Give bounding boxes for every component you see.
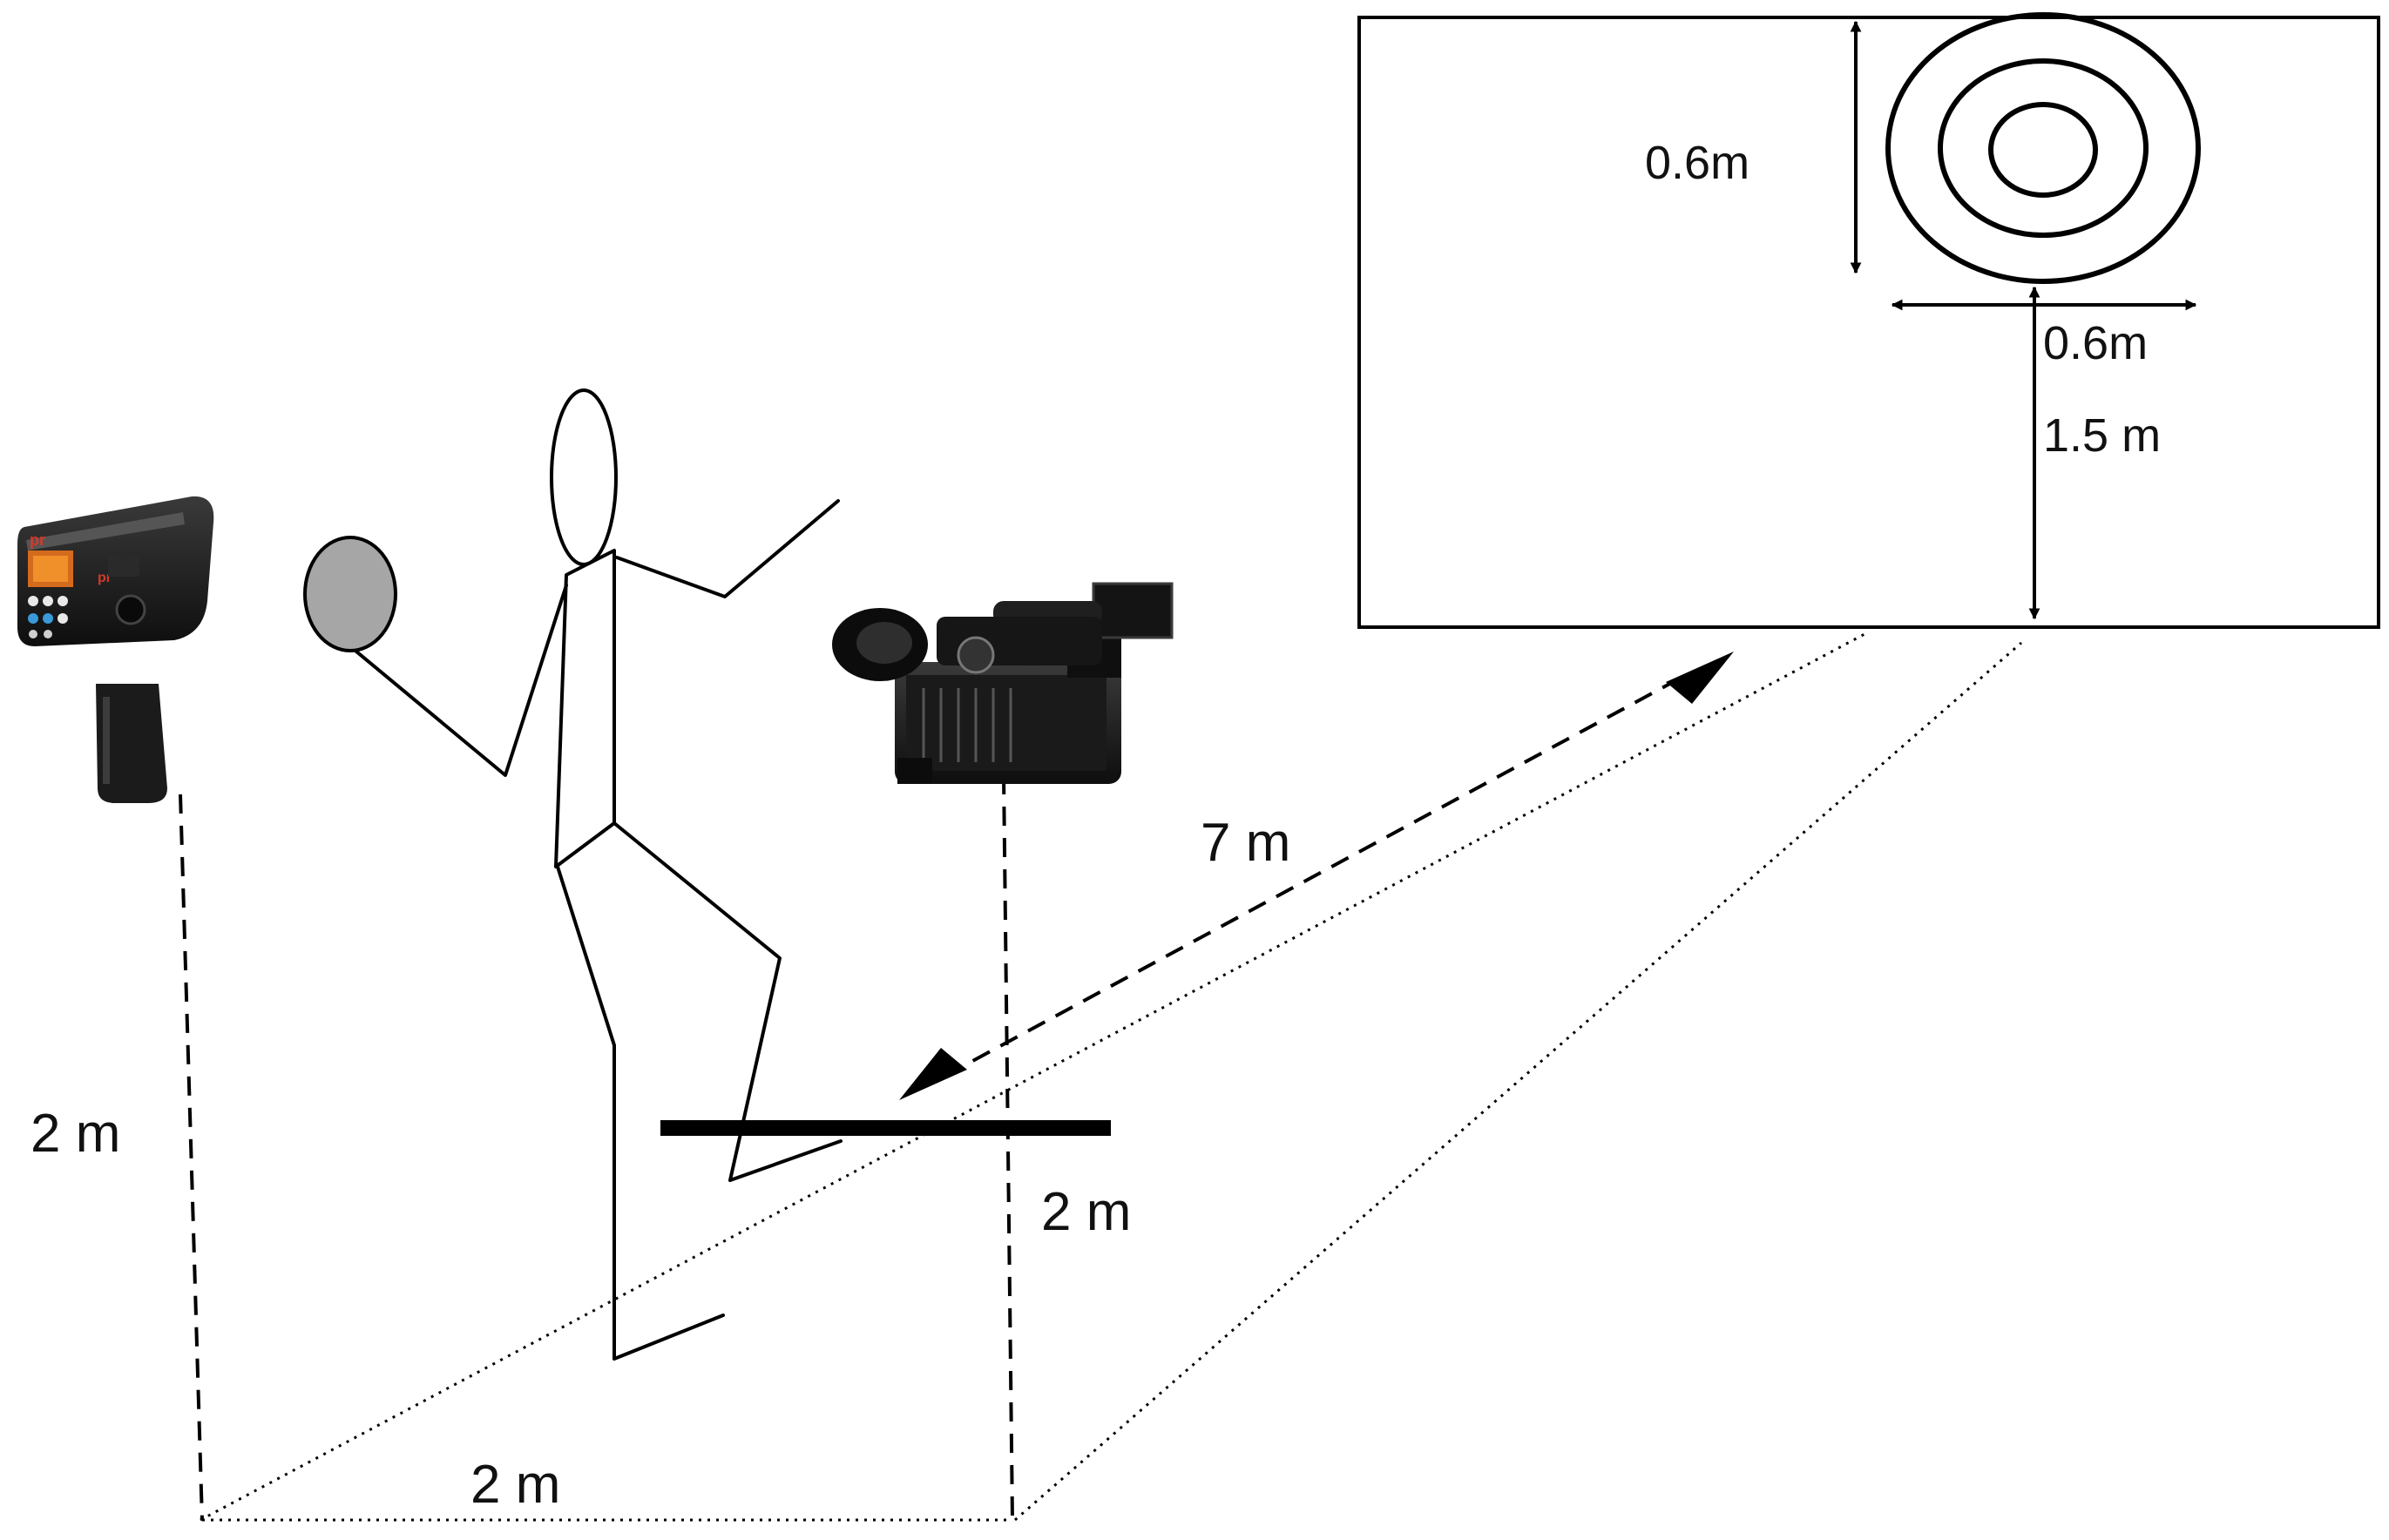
radar-distance-label: 2 m [30,1104,120,1164]
figure-left-arm [334,584,568,777]
video-camera-icon [832,582,1174,784]
radar-gun-icon: pr pr [17,496,214,803]
target-height-label: 0.6m [1645,137,1749,189]
target-width-label: 0.6m [2043,317,2148,369]
figure-back-leg [556,865,725,1361]
target-middle-ring [1938,58,2149,238]
arrowhead-near [899,1048,967,1100]
figure-head [550,388,618,566]
stick-figure-icon [334,388,843,1361]
radar-distance-line [179,794,204,1521]
lateral-distance-label: 2 m [470,1455,560,1515]
camera-distance-label: 2 m [1041,1182,1131,1242]
figure-right-arm [615,499,840,598]
ball-icon [303,536,397,652]
concentric-target-icon [1885,12,2201,284]
target-wall: 0.6m 0.6m 1.5 m [1357,12,2380,629]
throw-distance-arrow: 7 m [899,652,1734,1100]
ground-line-left [200,632,1865,1522]
figure-front-leg [612,821,843,1182]
ground-line-right [1014,641,2022,1522]
wall-rectangle [1357,16,2380,629]
ground-lines [200,632,2022,1522]
throw-distance-label: 7 m [1201,813,1290,873]
target-elevation-label: 1.5 m [2043,409,2161,462]
target-outer-ring [1885,12,2201,284]
camera-distance-line [1002,774,1014,1521]
arrowhead-far [1666,652,1734,704]
svg-text:pr: pr [30,531,45,549]
target-inner-ring [1988,102,2098,198]
figure-torso [554,549,616,868]
